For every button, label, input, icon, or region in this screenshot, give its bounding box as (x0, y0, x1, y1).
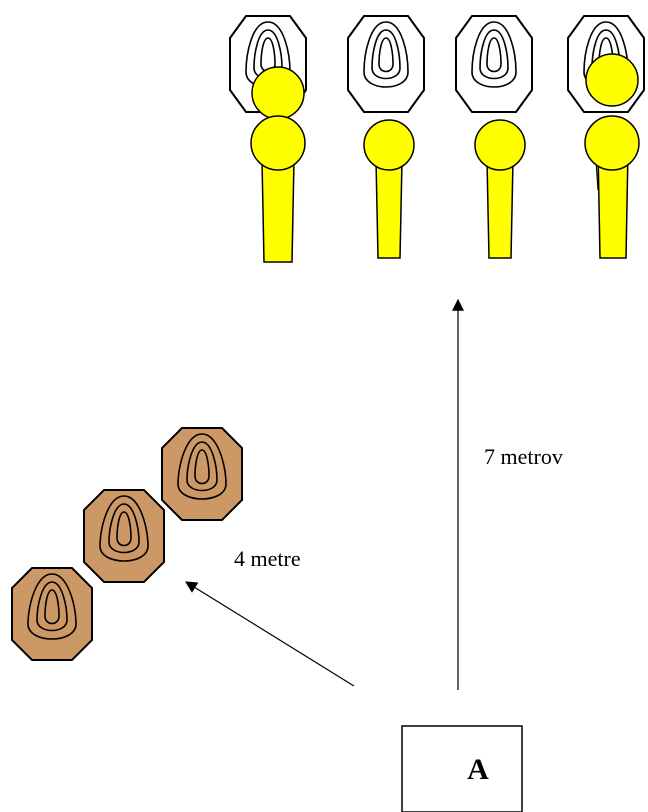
far-target-2 (348, 16, 424, 112)
near-target-3 (12, 568, 92, 660)
far-distance-label: 7 metrov (484, 444, 563, 469)
start-box-label: A (467, 753, 489, 786)
arrow-to-near-targets (186, 582, 354, 686)
start-position-box: A (402, 726, 522, 812)
target-post-3 (475, 120, 525, 258)
near-target-2 (84, 490, 164, 582)
target-post-1 (251, 67, 305, 262)
far-target-3 (456, 16, 532, 112)
near-targets-group (12, 428, 242, 660)
near-distance-label: 4 metre (234, 546, 301, 571)
near-target-1 (162, 428, 242, 520)
target-post-2 (364, 120, 414, 258)
target-post-4 (585, 54, 639, 258)
